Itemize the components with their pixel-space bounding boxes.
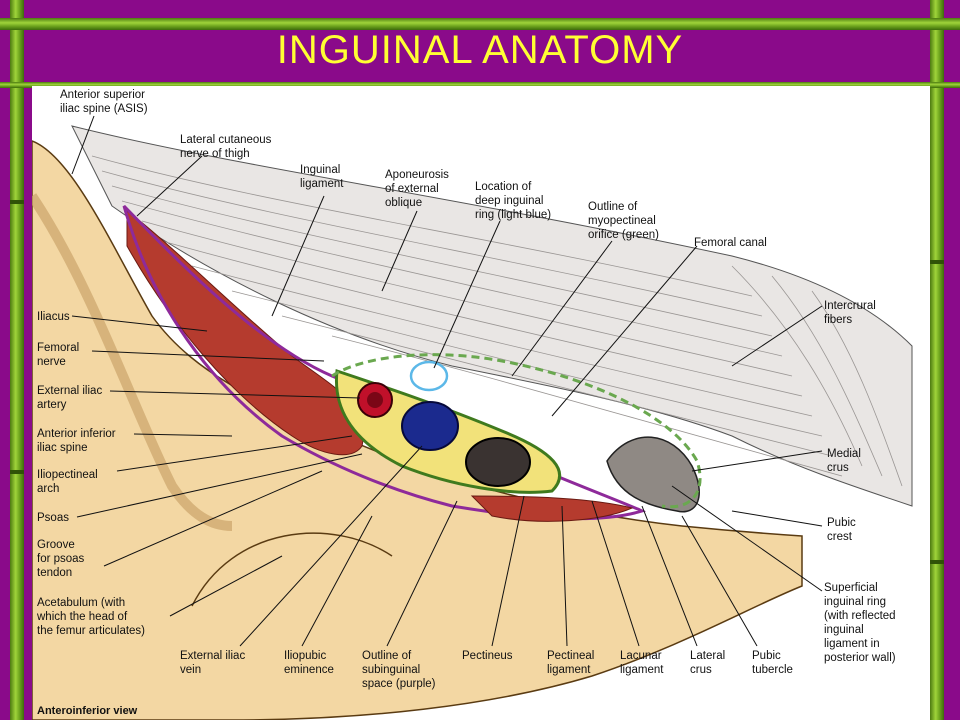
femoral-canal xyxy=(465,437,531,487)
label-pectineus: Pectineus xyxy=(462,650,513,662)
label-femoral-canal: Femoral canal xyxy=(694,237,767,249)
frame-node xyxy=(10,470,24,474)
view-caption: Anteroinferior view xyxy=(37,705,138,717)
myopectineal-orifice-outline xyxy=(331,353,702,509)
pelvic-bone xyxy=(32,140,803,720)
bone-shadow xyxy=(32,193,233,531)
label-iliacus: Iliacus xyxy=(37,311,70,323)
label-psoas: Psoas xyxy=(37,512,69,524)
external-iliac-vein xyxy=(401,401,459,451)
frame-bamboo-left xyxy=(10,0,24,720)
aponeurosis-sheet xyxy=(71,125,913,507)
frame-bamboo-top xyxy=(0,18,960,30)
subinguinal-outline xyxy=(122,204,647,521)
artery-lumen xyxy=(367,392,383,408)
frame-bamboo-title-bottom xyxy=(0,82,960,88)
frame-node xyxy=(930,560,944,564)
frame-node xyxy=(10,200,24,204)
deep-inguinal-ring xyxy=(409,360,449,392)
slide-title: INGUINAL ANATOMY xyxy=(276,28,684,72)
acetabulum-rim xyxy=(191,532,393,607)
frame-node xyxy=(930,260,944,264)
leader-lines xyxy=(71,115,823,647)
superficial-inguinal-ring xyxy=(606,436,700,513)
fibre-lines xyxy=(91,155,903,487)
frame-bamboo-right xyxy=(930,0,944,720)
